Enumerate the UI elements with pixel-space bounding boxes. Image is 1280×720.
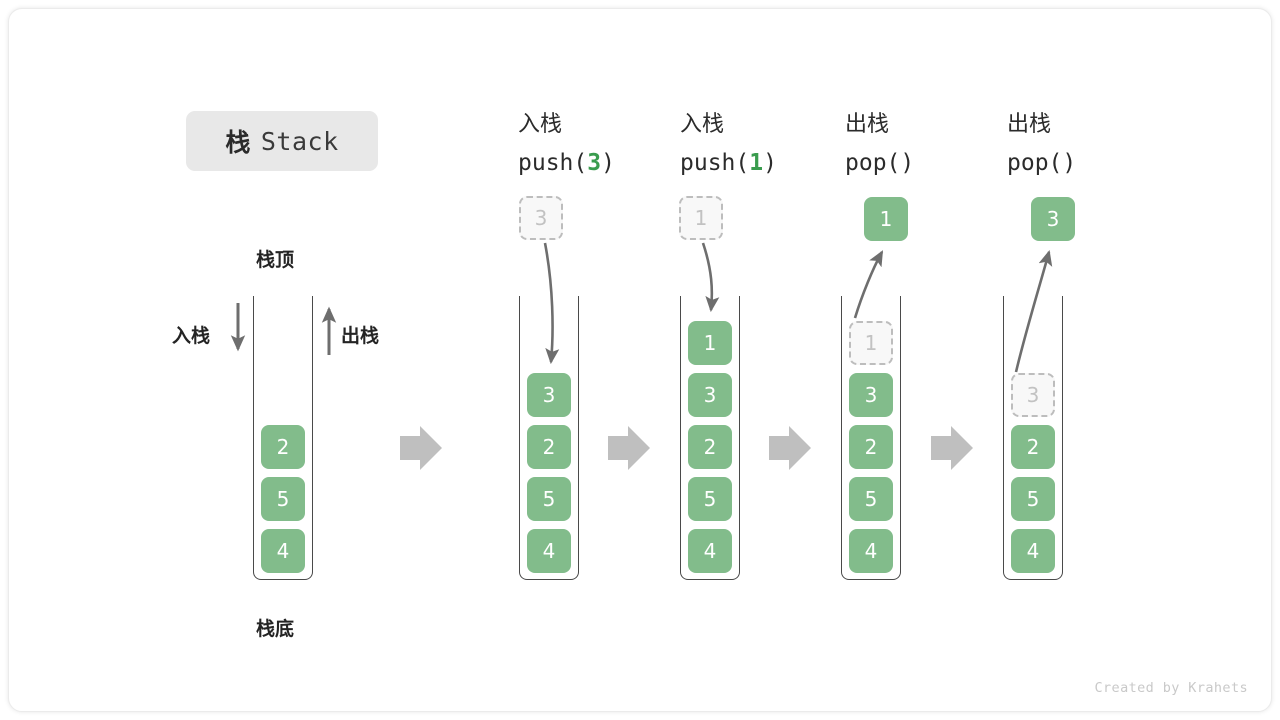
stack-container-pop-3: [1003, 296, 1063, 580]
stage-header-cn: 入栈: [518, 112, 563, 137]
stack-container-initial: [253, 296, 313, 580]
stage-header-cn: 出栈: [845, 112, 890, 137]
code-suffix: ): [900, 150, 915, 176]
title-cn: 栈: [225, 128, 251, 157]
stack-cell: 4: [1011, 529, 1055, 573]
stage-header-code: pop(): [845, 144, 914, 182]
stack-container-push-1: [680, 296, 740, 580]
stack-bottom-label: 栈底: [256, 618, 295, 640]
stack-container-push-3: [519, 296, 579, 580]
stack-cell: 1: [688, 321, 732, 365]
stack-top-label: 栈顶: [256, 249, 295, 271]
stack-cell: 4: [849, 529, 893, 573]
stack-cell: 2: [261, 425, 305, 469]
popped-cell: 1: [864, 197, 908, 241]
stack-cell: 2: [688, 425, 732, 469]
floating-ghost-cell: 3: [519, 196, 563, 240]
stack-cell: 4: [261, 529, 305, 573]
stack-cell: 5: [688, 477, 732, 521]
diagram-title-badge: 栈 Stack: [186, 111, 378, 171]
stage-header-push-1: 入栈 push(1): [680, 106, 777, 182]
stage-header-cn: 出栈: [1007, 112, 1052, 137]
stack-cell: 3: [527, 373, 571, 417]
stack-ghost-cell: 3: [1011, 373, 1055, 417]
stage-header-code: pop(): [1007, 144, 1076, 182]
credit-text: Created by Krahets: [1094, 680, 1248, 696]
stack-cell: 3: [688, 373, 732, 417]
code-prefix: pop(: [845, 150, 901, 176]
code-arg: 3: [587, 150, 602, 176]
stage-header-pop-3: 出栈 pop(): [1007, 106, 1076, 182]
code-suffix: ): [763, 150, 777, 176]
stack-cell: 4: [527, 529, 571, 573]
stack-cell: 2: [1011, 425, 1055, 469]
code-suffix: ): [601, 150, 615, 176]
popped-cell: 3: [1031, 197, 1075, 241]
stage-header-pop-1: 出栈 pop(): [845, 106, 914, 182]
code-prefix: push(: [518, 150, 588, 176]
stack-cell: 3: [849, 373, 893, 417]
stack-cell: 5: [527, 477, 571, 521]
stage-header-code: push(1): [680, 144, 777, 182]
title-en: Stack: [260, 126, 339, 156]
code-arg: 1: [749, 150, 764, 176]
stack-ghost-cell: 1: [849, 321, 893, 365]
stack-cell: 5: [261, 477, 305, 521]
stack-cell: 5: [1011, 477, 1055, 521]
push-side-label: 入栈: [172, 325, 211, 347]
stack-cell: 2: [527, 425, 571, 469]
stage-header-push-3: 入栈 push(3): [518, 106, 615, 182]
code-prefix: push(: [680, 150, 750, 176]
stack-container-pop-1: [841, 296, 901, 580]
stack-cell: 2: [849, 425, 893, 469]
stage-header-code: push(3): [518, 144, 615, 182]
stack-cell: 4: [688, 529, 732, 573]
floating-ghost-cell: 1: [679, 196, 723, 240]
code-suffix: ): [1062, 150, 1077, 176]
stage-header-cn: 入栈: [680, 112, 725, 137]
stack-cell: 5: [849, 477, 893, 521]
pop-side-label: 出栈: [341, 325, 380, 347]
code-prefix: pop(: [1007, 150, 1063, 176]
